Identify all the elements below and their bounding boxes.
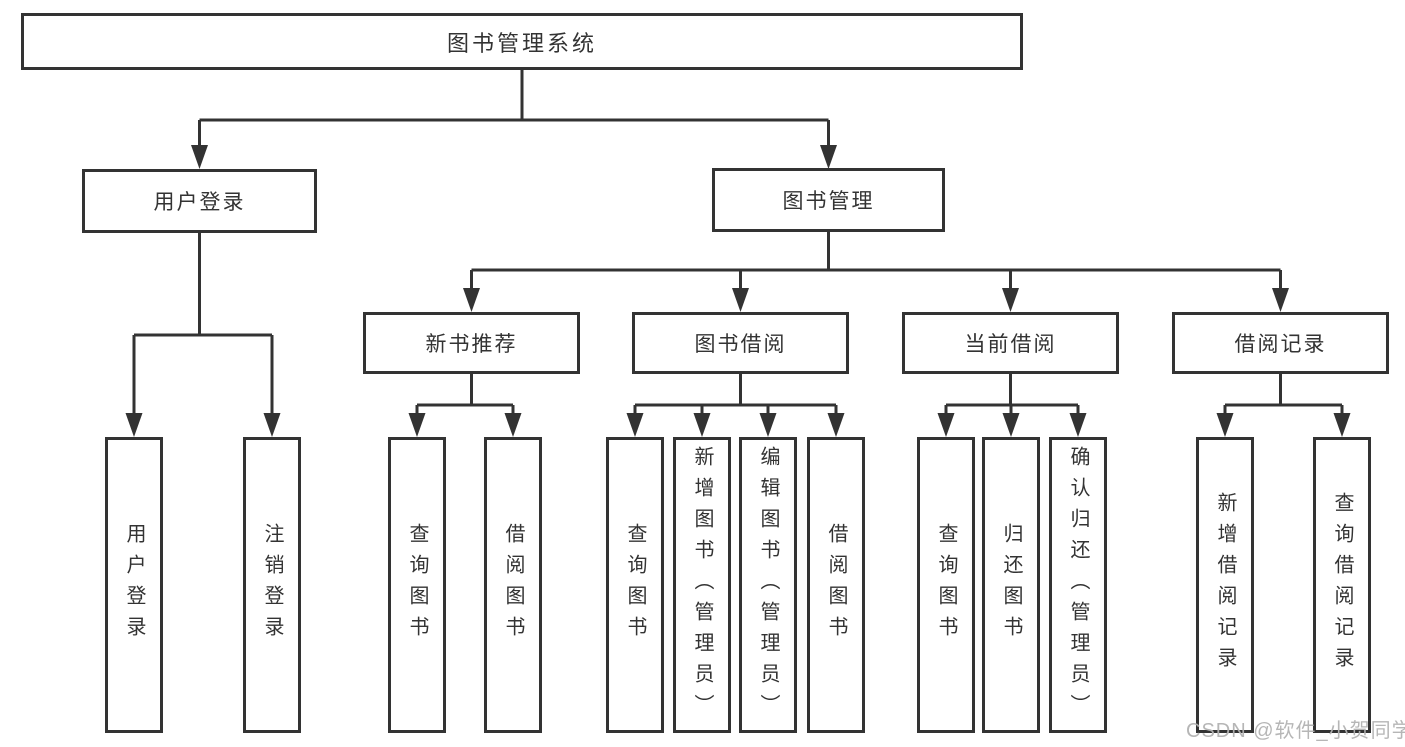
leaf-confirm-return-admin: 确认归还（管理员）	[1049, 437, 1107, 733]
arrowhead-icon	[693, 413, 711, 437]
leaf-add-books-admin: 新增图书（管理员）	[673, 437, 731, 733]
leaf-logout: 注销登录	[243, 437, 301, 733]
arrowhead-icon	[263, 413, 281, 437]
arrowhead-icon	[626, 413, 644, 437]
node-library-system: 图书管理系统	[21, 13, 1023, 70]
leaf-query-books-current: 查询图书	[917, 437, 975, 733]
leaf-return-books: 归还图书	[982, 437, 1040, 733]
arrowhead-icon	[759, 413, 777, 437]
node-book-borrow: 图书借阅	[632, 312, 849, 374]
arrowhead-icon	[504, 413, 522, 437]
arrowhead-icon	[827, 413, 845, 437]
arrowhead-icon	[1002, 413, 1020, 437]
node-user-login: 用户登录	[82, 169, 317, 233]
node-new-book-recommend: 新书推荐	[363, 312, 580, 374]
arrowhead-icon	[1002, 288, 1019, 312]
csdn-watermark: CSDN @软件_小贺同学	[1186, 720, 1405, 742]
leaf-query-books-recommend: 查询图书	[388, 437, 446, 733]
node-borrow-records: 借阅记录	[1172, 312, 1389, 374]
arrowhead-icon	[125, 413, 143, 437]
connector-path	[132, 70, 1344, 418]
arrowheads-group	[125, 145, 1351, 437]
leaf-borrow-books-recommend: 借阅图书	[484, 437, 542, 733]
arrowhead-icon	[820, 145, 837, 169]
arrowhead-icon	[1069, 413, 1087, 437]
leaf-query-borrow-record: 查询借阅记录	[1313, 437, 1371, 733]
node-book-management: 图书管理	[712, 168, 945, 232]
leaf-user-login: 用户登录	[105, 437, 163, 733]
arrowhead-icon	[732, 288, 749, 312]
leaf-edit-books-admin: 编辑图书（管理员）	[739, 437, 797, 733]
node-current-borrow: 当前借阅	[902, 312, 1119, 374]
arrowhead-icon	[191, 145, 208, 169]
arrowhead-icon	[463, 288, 480, 312]
arrowhead-icon	[1333, 413, 1351, 437]
arrowhead-icon	[408, 413, 426, 437]
arrowhead-icon	[937, 413, 955, 437]
arrowhead-icon	[1272, 288, 1289, 312]
leaf-add-borrow-record: 新增借阅记录	[1196, 437, 1254, 733]
arrowhead-icon	[1216, 413, 1234, 437]
leaf-query-books-borrow: 查询图书	[606, 437, 664, 733]
leaf-borrow-books-borrow: 借阅图书	[807, 437, 865, 733]
